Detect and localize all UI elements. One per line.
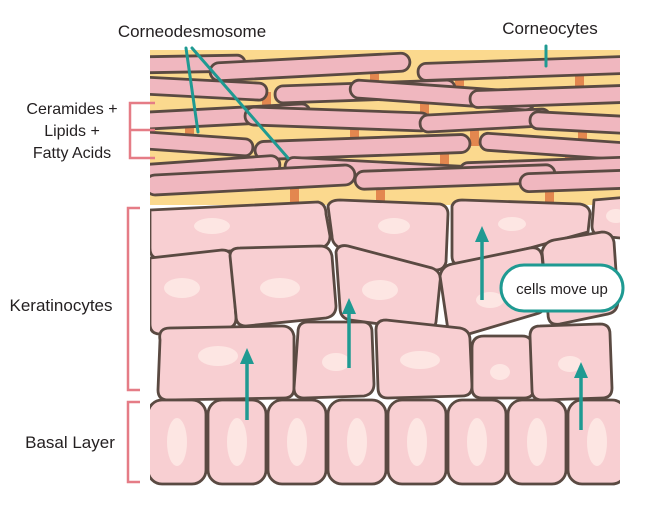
- keratinocytes-bracket: [126, 206, 140, 392]
- corneocyte: [518, 168, 620, 194]
- corneodesmosome-pointer: [190, 46, 290, 160]
- corneocyte: [416, 55, 620, 82]
- keratinocyte: [326, 198, 450, 272]
- corneocytes-label: Corneocytes: [502, 19, 597, 38]
- corneocyte: [150, 129, 255, 158]
- up-arrow-icon: [342, 298, 356, 368]
- ceramides-label-line2: Lipids +: [44, 123, 100, 140]
- cells-move-up-callout: cells move up: [499, 263, 625, 313]
- tissue-section: [150, 50, 620, 486]
- layer-brackets: [126, 101, 155, 484]
- basal-nuclei: [167, 418, 607, 466]
- corneocyte: [208, 51, 412, 83]
- ceramides-label-line3: Fatty Acids: [33, 145, 111, 162]
- keratinocyte: [150, 200, 332, 260]
- ceramides-label-line1: Ceramides +: [26, 101, 117, 118]
- label-pointers: [184, 44, 548, 160]
- up-arrow-icon: [240, 348, 254, 420]
- cells-move-up-label: cells move up: [516, 281, 608, 298]
- ceramides-bracket: [128, 101, 155, 160]
- movement-arrows: [240, 226, 588, 430]
- basal-layer-label: Basal Layer: [25, 433, 115, 452]
- up-arrow-icon: [574, 362, 588, 430]
- diagram-labels: Corneodesmosome Corneocytes Ceramides + …: [10, 19, 598, 452]
- corneocytes-layer: [150, 51, 620, 197]
- corneodesmosome-label: Corneodesmosome: [118, 22, 266, 41]
- corneocyte: [478, 131, 620, 162]
- up-arrow-icon: [475, 226, 489, 300]
- corneocyte: [468, 84, 620, 109]
- keratinocytes-label: Keratinocytes: [10, 296, 113, 315]
- corneocyte: [253, 133, 472, 161]
- corneodesmosome-pointer: [184, 46, 200, 134]
- keratinocyte-nuclei: [164, 209, 620, 380]
- corneocyte: [528, 110, 620, 135]
- basal-layer-bracket: [126, 400, 140, 484]
- basal-layer-cells: [150, 398, 620, 486]
- corneocyte: [150, 163, 357, 197]
